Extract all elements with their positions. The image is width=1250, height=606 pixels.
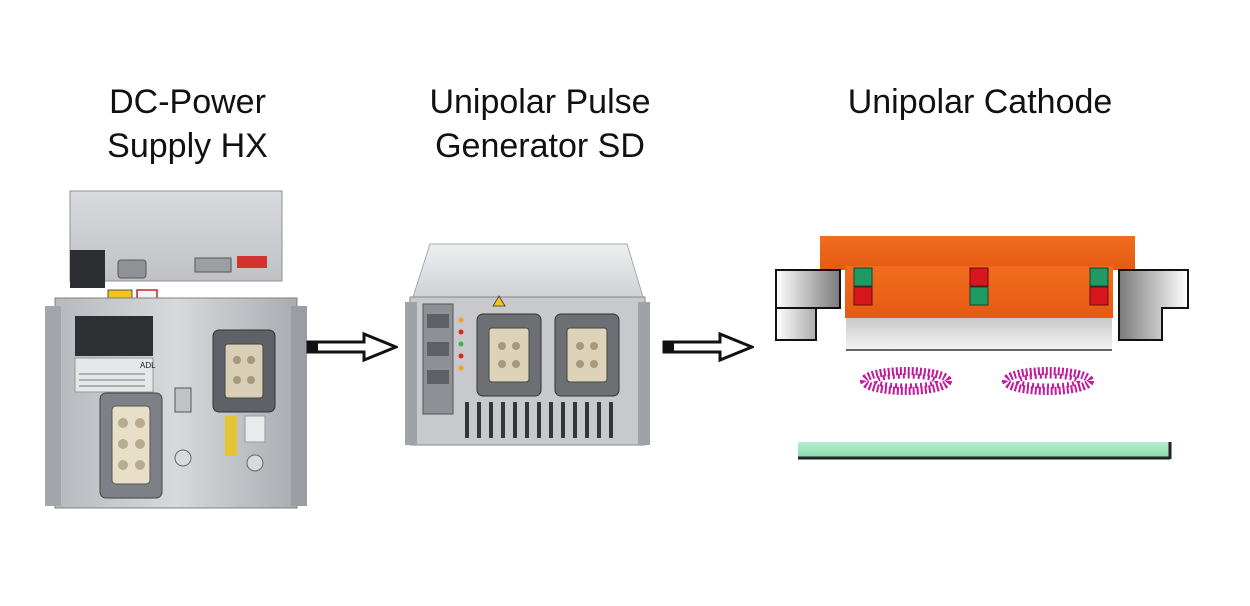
badge-text: ADL (140, 361, 156, 370)
pulse-generator-label: Unipolar Pulse Generator SD (395, 80, 685, 168)
pulse-generator-image (405, 243, 650, 446)
label-line: Supply HX (107, 127, 268, 165)
label-line: Generator SD (435, 127, 645, 165)
label-line: DC-Power (109, 83, 266, 121)
power-supply-image: ADL (45, 190, 307, 509)
label-line: Unipolar Pulse (429, 83, 651, 121)
plasma-cloud (860, 367, 952, 395)
flow-arrow-icon (306, 331, 398, 363)
dc-power-supply-label: DC-Power Supply HX (60, 80, 315, 168)
label-line: Unipolar Cathode (847, 83, 1113, 121)
cathode-label: Unipolar Cathode (800, 80, 1160, 124)
cathode-diagram (775, 236, 1189, 460)
plasma-cloud (1002, 367, 1094, 395)
flow-arrow-icon (662, 331, 754, 363)
